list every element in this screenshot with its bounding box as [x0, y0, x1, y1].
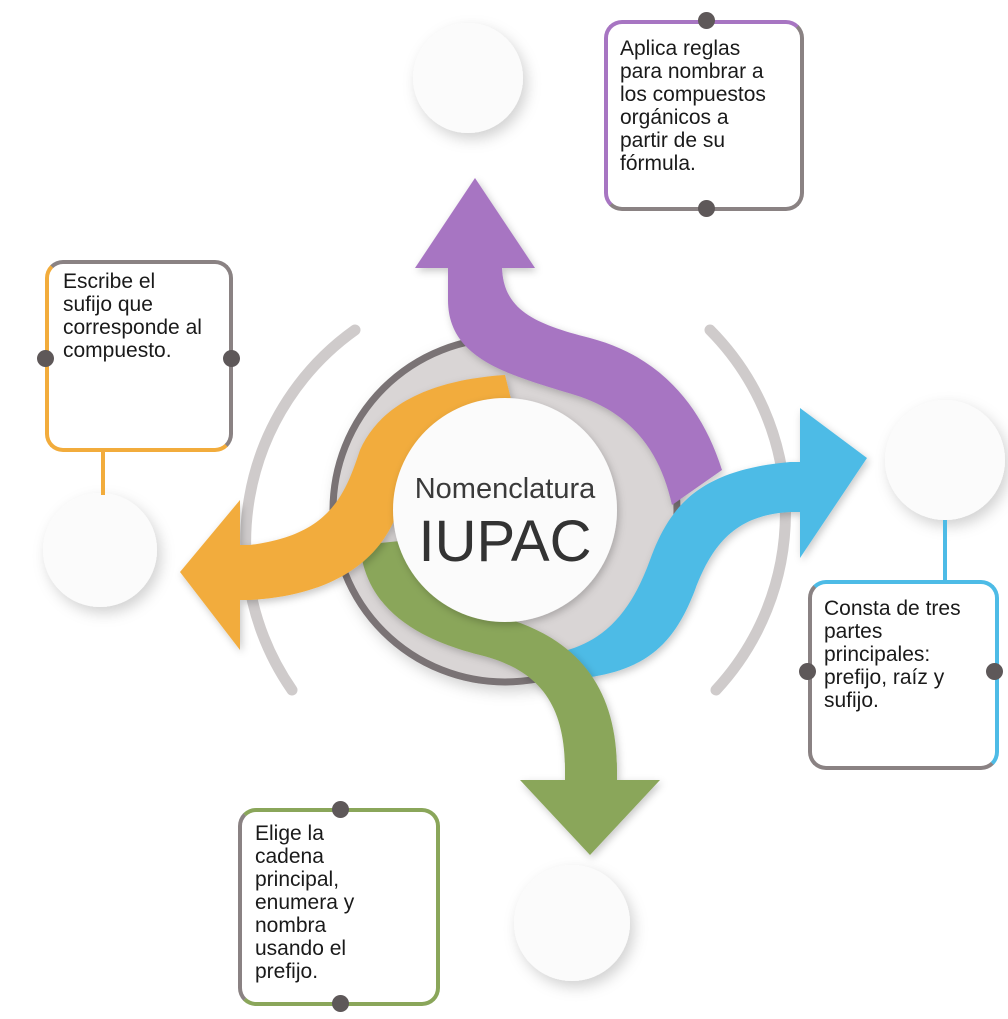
- center-disc: [393, 398, 617, 622]
- left-line-2: sufijo que: [63, 293, 153, 316]
- purple-arrow: [415, 178, 722, 505]
- right-line-4: prefijo, raíz y: [824, 666, 945, 689]
- top-line-3: los compuestos: [620, 83, 766, 106]
- top-box-text: Aplica reglas para nombrar a los compues…: [620, 37, 766, 175]
- blue-arrow: [540, 408, 867, 680]
- bottom-box-dot-bottom: [332, 995, 349, 1012]
- right-icon-circle: [885, 400, 1005, 520]
- left-box-text: Escribe el sufijo que corresponde al com…: [63, 270, 202, 362]
- left-line-4: compuesto.: [63, 339, 172, 362]
- top-text-box: [604, 20, 804, 211]
- top-line-2: para nombrar a: [620, 60, 764, 83]
- bottom-line-1: Elige la: [255, 822, 324, 845]
- top-box-dot-bottom: [698, 200, 715, 217]
- top-icon-circle: [413, 23, 523, 133]
- center-subtitle: IUPAC: [418, 509, 592, 574]
- top-line-6: fórmula.: [620, 152, 696, 175]
- bottom-line-3: principal,: [255, 868, 340, 891]
- top-line-1: Aplica reglas: [620, 37, 741, 60]
- bottom-line-4: enumera y: [255, 891, 355, 914]
- left-box-dot-left: [37, 350, 54, 367]
- green-arrow: [360, 540, 660, 855]
- right-box-text: Consta de tres partes principales: prefi…: [824, 597, 961, 712]
- top-line-5: partir de su: [620, 129, 726, 152]
- icon-circles: [43, 23, 1005, 981]
- bottom-icon-circle: [514, 865, 630, 981]
- bottom-line-5: nombra: [255, 914, 327, 937]
- bottom-box-text: Elige la cadena principal, enumera y nom…: [255, 822, 354, 983]
- bottom-line-2: cadena: [255, 845, 324, 868]
- bottom-box-dot-top: [332, 801, 349, 818]
- right-line-1: Consta de tres: [824, 597, 961, 620]
- right-line-2: partes: [824, 620, 883, 643]
- left-line-1: Escribe el: [63, 270, 156, 293]
- bottom-line-6: usando el: [255, 937, 347, 960]
- left-arc: [240, 324, 361, 696]
- left-line-3: corresponde al: [63, 316, 202, 339]
- right-box-dot-left: [799, 663, 816, 680]
- top-box-dot-top: [698, 12, 715, 29]
- right-line-3: principales:: [824, 643, 931, 666]
- center-title: Nomenclatura: [414, 473, 596, 505]
- right-line-5: sufijo.: [824, 689, 879, 712]
- top-line-4: orgánicos a: [620, 106, 729, 129]
- right-box-dot-right: [986, 663, 1003, 680]
- bottom-line-7: prefijo.: [255, 960, 319, 983]
- left-icon-circle: [43, 493, 157, 607]
- left-box-dot-right: [223, 350, 240, 367]
